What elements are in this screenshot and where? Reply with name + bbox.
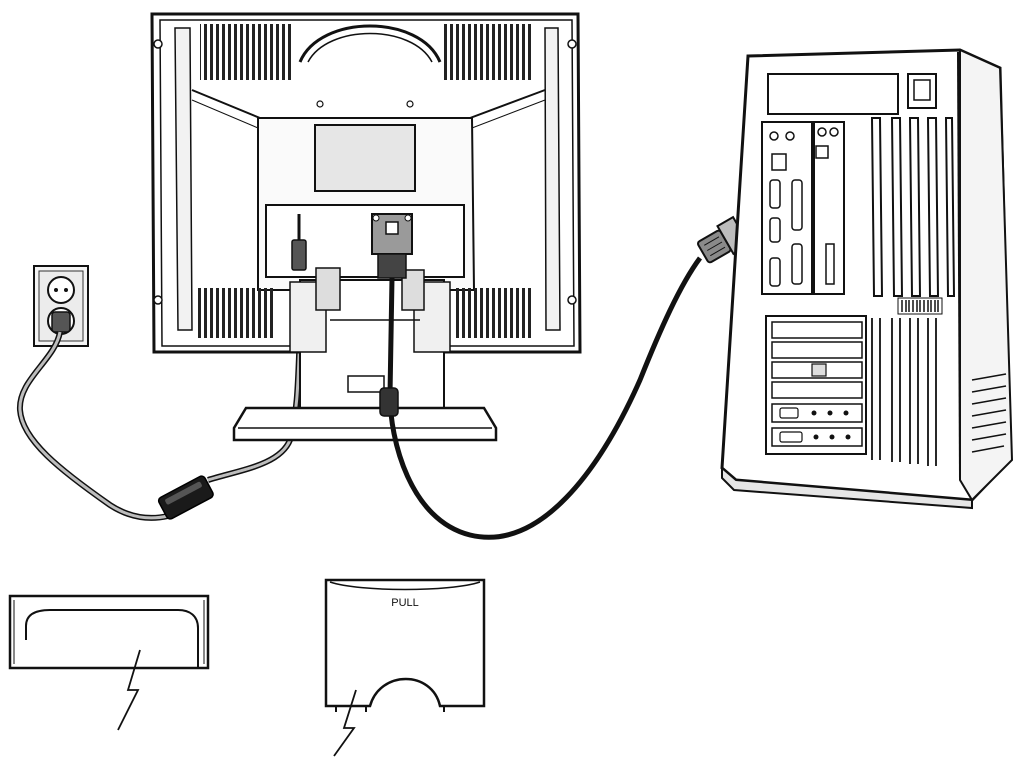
vga-connector-monitor (371, 213, 413, 279)
power-cable-to-outlet (16, 331, 169, 521)
dc-in-plug (291, 214, 307, 271)
connector-cover: PULL (324, 578, 486, 757)
monitor (150, 12, 582, 442)
vga-signal-cable (387, 256, 703, 540)
ferrite-core (379, 387, 399, 417)
wall-outlet (33, 265, 89, 347)
pull-label: PULL (391, 597, 419, 609)
ac-adapter (157, 475, 214, 520)
pc-tower (720, 48, 1014, 510)
stand-cover (8, 594, 210, 731)
